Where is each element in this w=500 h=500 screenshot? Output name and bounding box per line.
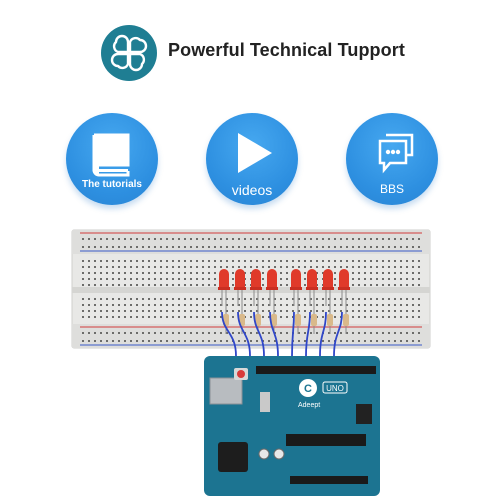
led bbox=[266, 269, 278, 306]
jumper-wire bbox=[221, 311, 237, 357]
feature-label-tutorials: The tutorials bbox=[81, 179, 142, 190]
circuit-illustration: C Adeept UNO bbox=[71, 229, 431, 496]
led bbox=[306, 269, 318, 306]
resistor bbox=[271, 306, 277, 334]
resistor bbox=[295, 306, 301, 334]
jumper-wire bbox=[305, 311, 311, 357]
led bbox=[234, 269, 246, 306]
jumper-wire bbox=[333, 311, 343, 357]
feature-bbs[interactable]: BBS bbox=[346, 113, 438, 205]
chat-bubbles-icon bbox=[378, 133, 414, 174]
led bbox=[218, 269, 230, 306]
feature-videos[interactable]: videos bbox=[206, 113, 298, 205]
resistor bbox=[343, 306, 349, 334]
feature-label-bbs: BBS bbox=[379, 182, 404, 196]
four-petal-flower-icon bbox=[110, 34, 148, 72]
arduino-board: C Adeept UNO bbox=[204, 356, 380, 496]
svg-text:C: C bbox=[304, 383, 312, 395]
jumper-wire bbox=[253, 311, 265, 357]
jumper-wire bbox=[237, 311, 251, 357]
led bbox=[338, 269, 350, 306]
header-title: Powerful Technical Tupport bbox=[168, 40, 405, 60]
led bbox=[290, 269, 302, 306]
resistor bbox=[311, 306, 317, 334]
feature-tutorials[interactable]: The tutorials bbox=[66, 113, 158, 205]
jumper-wire bbox=[319, 311, 327, 357]
header-banner: Powerful Technical Tupport bbox=[0, 0, 500, 100]
jumper-wire bbox=[269, 311, 279, 357]
jumper-wire bbox=[291, 311, 295, 357]
feature-label-videos: videos bbox=[231, 182, 273, 198]
led-array bbox=[218, 269, 350, 357]
led bbox=[322, 269, 334, 306]
play-icon bbox=[238, 133, 272, 173]
resistor bbox=[327, 306, 333, 334]
book-icon bbox=[92, 133, 130, 177]
board-brand-label: Adeept bbox=[298, 402, 320, 409]
board-model-label: UNO bbox=[326, 384, 344, 393]
breadboard bbox=[71, 229, 431, 349]
led bbox=[250, 269, 262, 306]
logo-badge bbox=[101, 25, 157, 81]
